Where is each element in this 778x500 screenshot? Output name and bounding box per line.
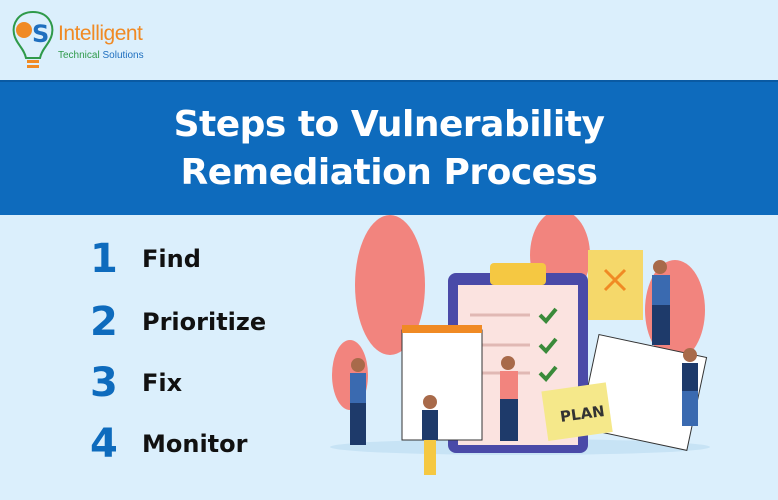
step-number: 2 [90, 299, 118, 345]
planning-illustration: PLAN [330, 215, 710, 475]
step-number: 1 [90, 236, 118, 282]
leaf-decoration [355, 215, 425, 355]
logo-brand-text: Intelligent [58, 22, 143, 45]
step-label: Find [142, 245, 201, 273]
svg-text:S: S [32, 20, 49, 48]
logo-sub-green: Technical [58, 50, 100, 61]
notepad [401, 329, 483, 441]
plan-note: PLAN [541, 382, 613, 441]
step-monitor: 4 Monitor [90, 421, 247, 467]
step-fix: 3 Fix [90, 360, 182, 406]
step-number: 3 [90, 360, 118, 406]
title-banner: Steps to Vulnerability Remediation Proce… [0, 80, 778, 215]
step-label: Prioritize [142, 308, 267, 336]
checkmark-icon [538, 307, 558, 382]
step-find: 1 Find [90, 236, 201, 282]
logo-subtitle: Technical Solutions [58, 50, 144, 61]
logo-sub-blue: Solutions [102, 50, 144, 61]
step-label: Monitor [142, 430, 248, 458]
sticky-note [588, 250, 643, 320]
person-figure [350, 260, 698, 475]
step-label: Fix [142, 369, 183, 397]
step-number: 4 [90, 421, 118, 467]
step-prioritize: 2 Prioritize [90, 299, 266, 345]
page-title-line2: Remediation Process [180, 151, 598, 193]
lightbulb-logo-icon: S [12, 10, 54, 68]
company-logo: S Intelligent Technical Solutions [10, 8, 170, 72]
page-title-line1: Steps to Vulnerability [173, 103, 605, 145]
